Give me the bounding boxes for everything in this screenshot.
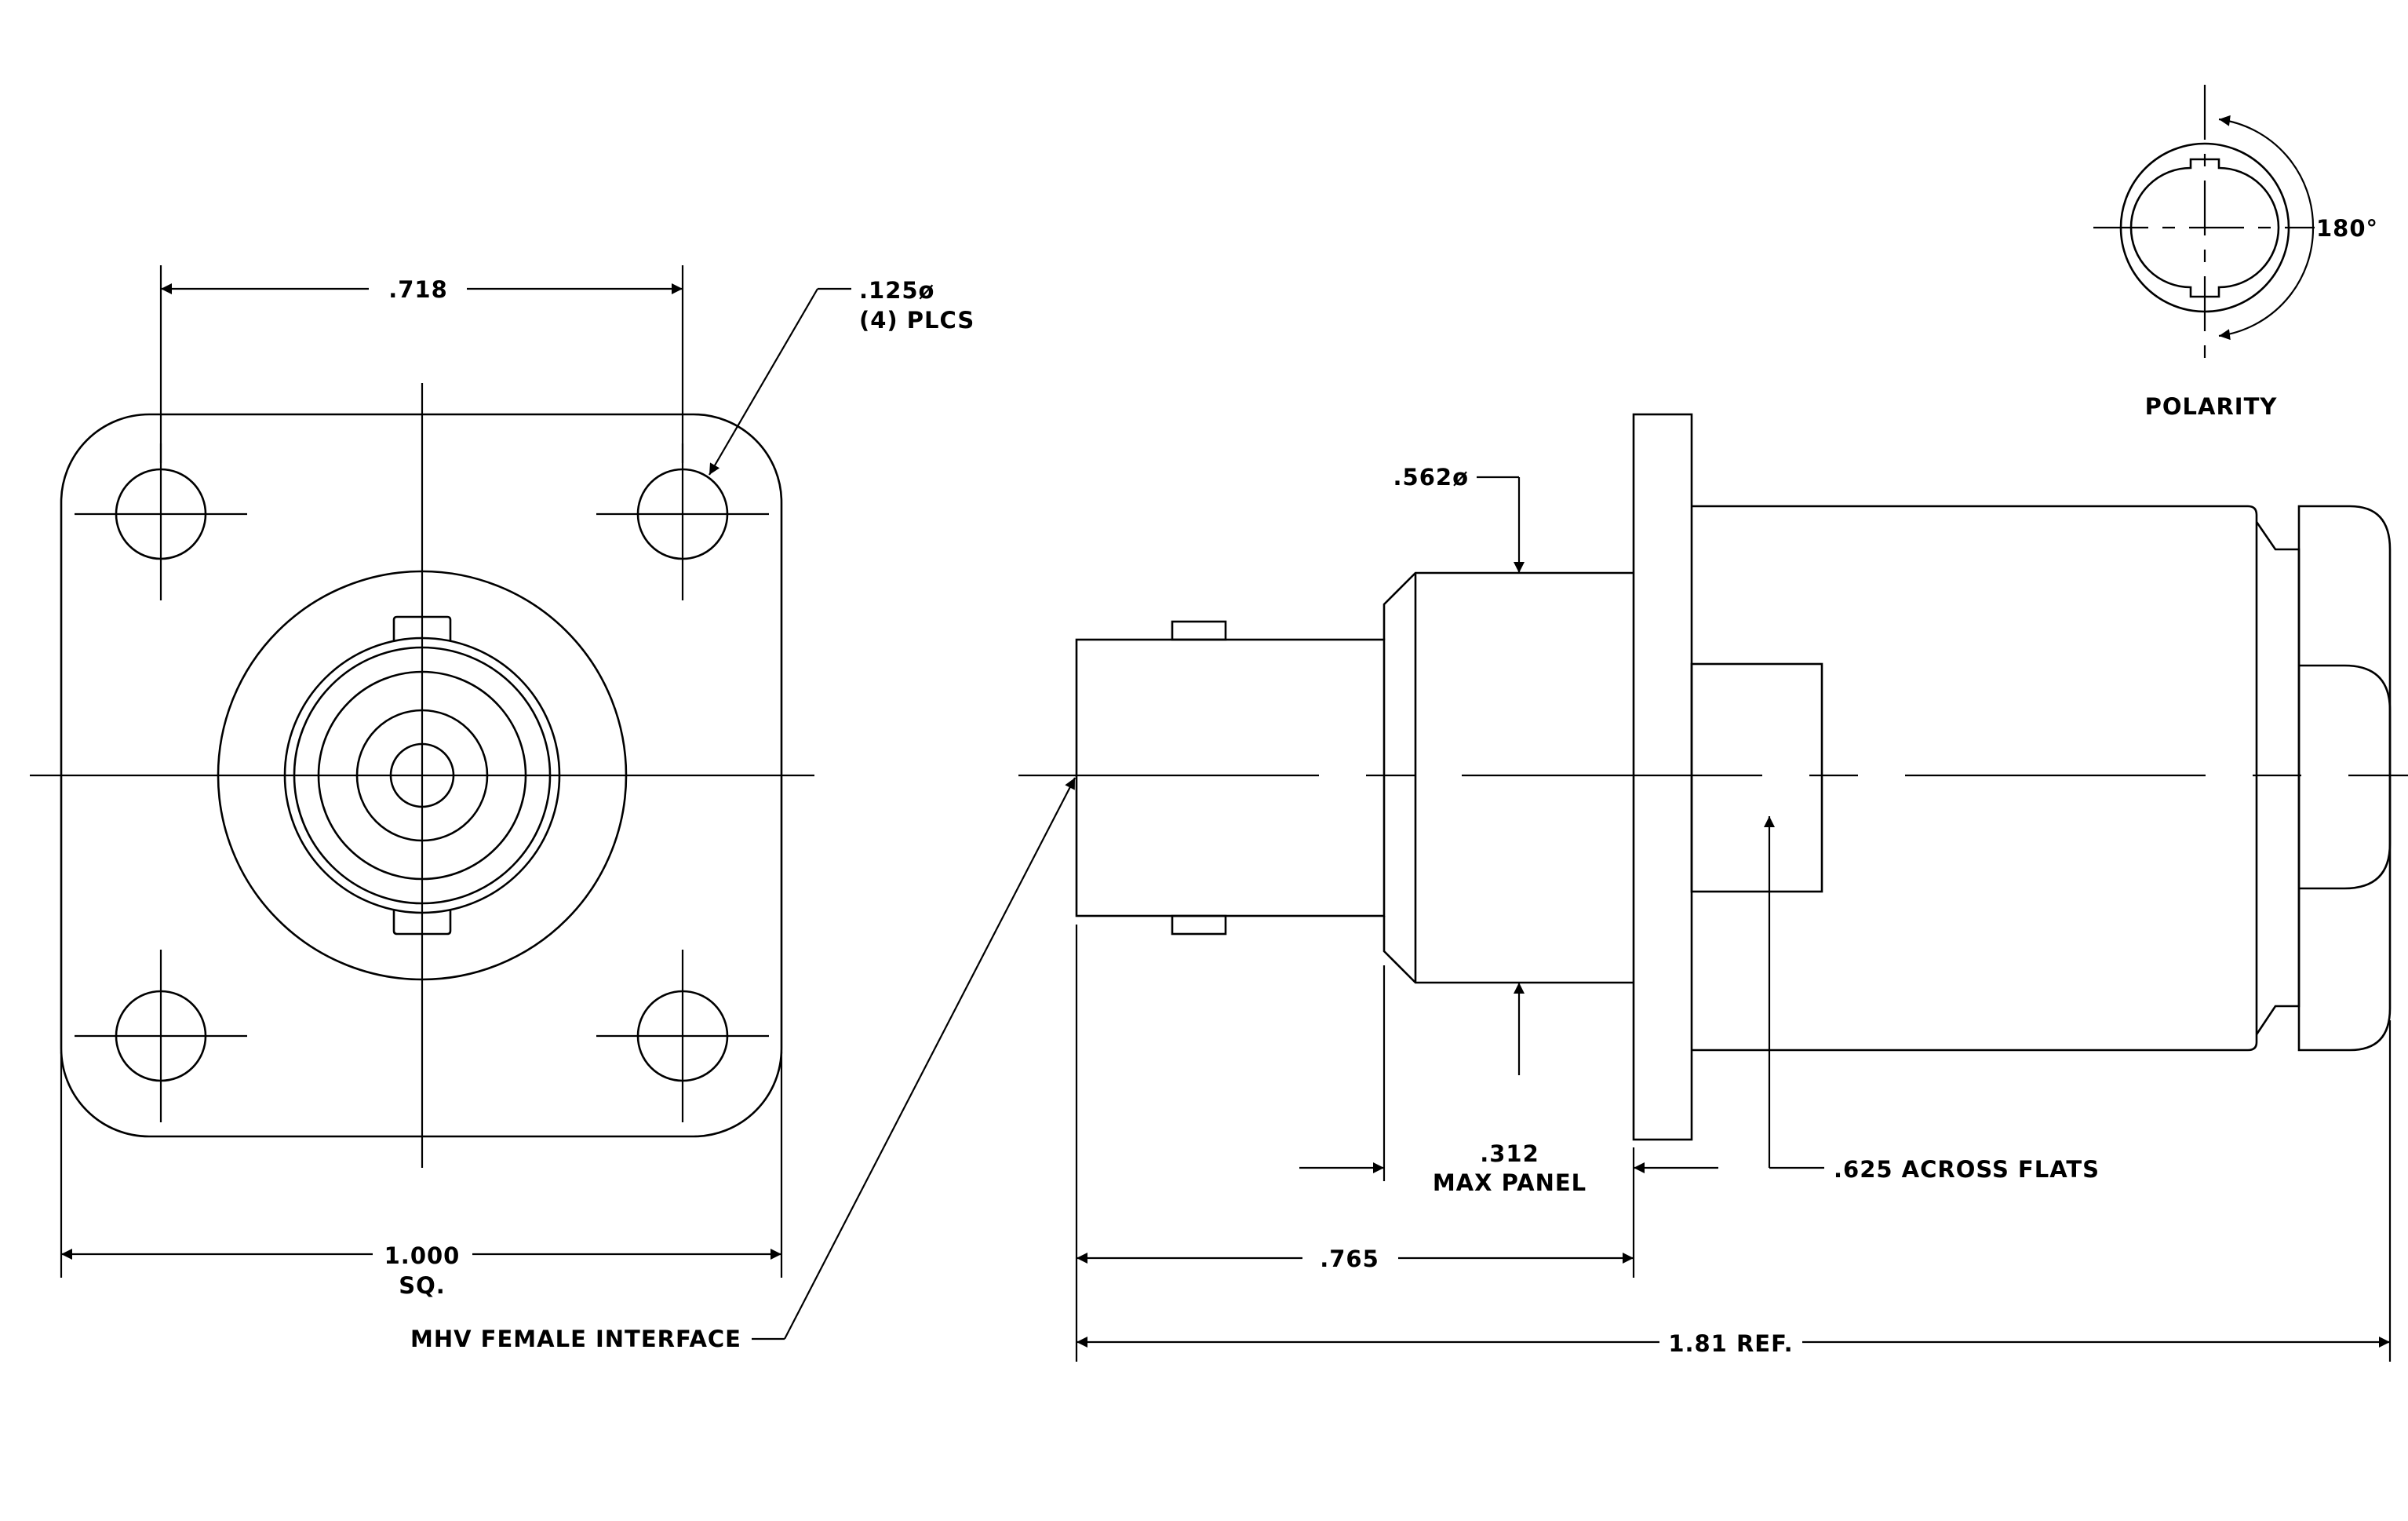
rear-chamfer-step — [2255, 521, 2301, 1035]
interface-callout: MHV FEMALE INTERFACE — [410, 777, 1076, 1352]
dimension-718: .718 — [159, 265, 684, 463]
rear-nut-flat — [2299, 664, 2392, 890]
label-718: .718 — [388, 276, 448, 303]
threaded-barrel — [1383, 571, 1634, 984]
label-312: .312 — [1480, 1140, 1539, 1167]
label-765: .765 — [1320, 1246, 1379, 1272]
dimension-765: .765 — [1075, 925, 1635, 1362]
rear-nut — [2297, 505, 2392, 1052]
label-across-flats: .625 ACROSS FLATS — [1834, 1156, 2100, 1183]
hole-centerlines — [75, 443, 769, 1122]
label-hole-quantity: (4) PLCS — [859, 307, 974, 334]
dimension-181: 1.81 REF. — [1076, 1020, 2392, 1362]
dimension-625: .625 ACROSS FLATS — [1764, 816, 2100, 1183]
polarity-keyed-insert — [2129, 158, 2280, 298]
dimension-562: .562ø — [1393, 464, 1525, 1075]
sleeve-stud-bottom — [1171, 914, 1227, 936]
polarity-arc-top — [2218, 115, 2315, 228]
label-181: 1.81 REF. — [1668, 1330, 1793, 1357]
sleeve-stud-top — [1171, 620, 1227, 641]
interface-sleeve — [1075, 638, 1386, 917]
polarity-arc-bottom — [2218, 227, 2315, 341]
label-562: .562ø — [1393, 464, 1469, 491]
side-view: .562ø .312 MAX PANEL .625 ACROSS FLATS .… — [1018, 413, 2408, 1362]
dimension-312: .312 MAX PANEL — [1299, 965, 1718, 1196]
label-hole-diameter: .125ø — [859, 277, 934, 304]
label-1000: 1.000 — [384, 1242, 461, 1269]
panel-flange — [1632, 413, 1693, 1141]
label-max-panel: MAX PANEL — [1433, 1169, 1587, 1196]
across-flats-block — [1690, 662, 1823, 893]
label-interface: MHV FEMALE INTERFACE — [410, 1326, 741, 1352]
label-polarity: POLARITY — [2145, 393, 2278, 420]
front-view: .718 .125ø (4) PLCS 1.000 SQ. MHV FEMALE… — [30, 265, 1076, 1352]
rear-body — [1692, 505, 2258, 1052]
label-1000-sq: SQ. — [399, 1272, 446, 1299]
hole-callout: .125ø (4) PLCS — [709, 277, 974, 476]
polarity-detail: 180° POLARITY — [2093, 85, 2378, 420]
label-180-degrees: 180° — [2316, 215, 2378, 242]
dimension-1000: 1.000 SQ. — [60, 1052, 783, 1299]
